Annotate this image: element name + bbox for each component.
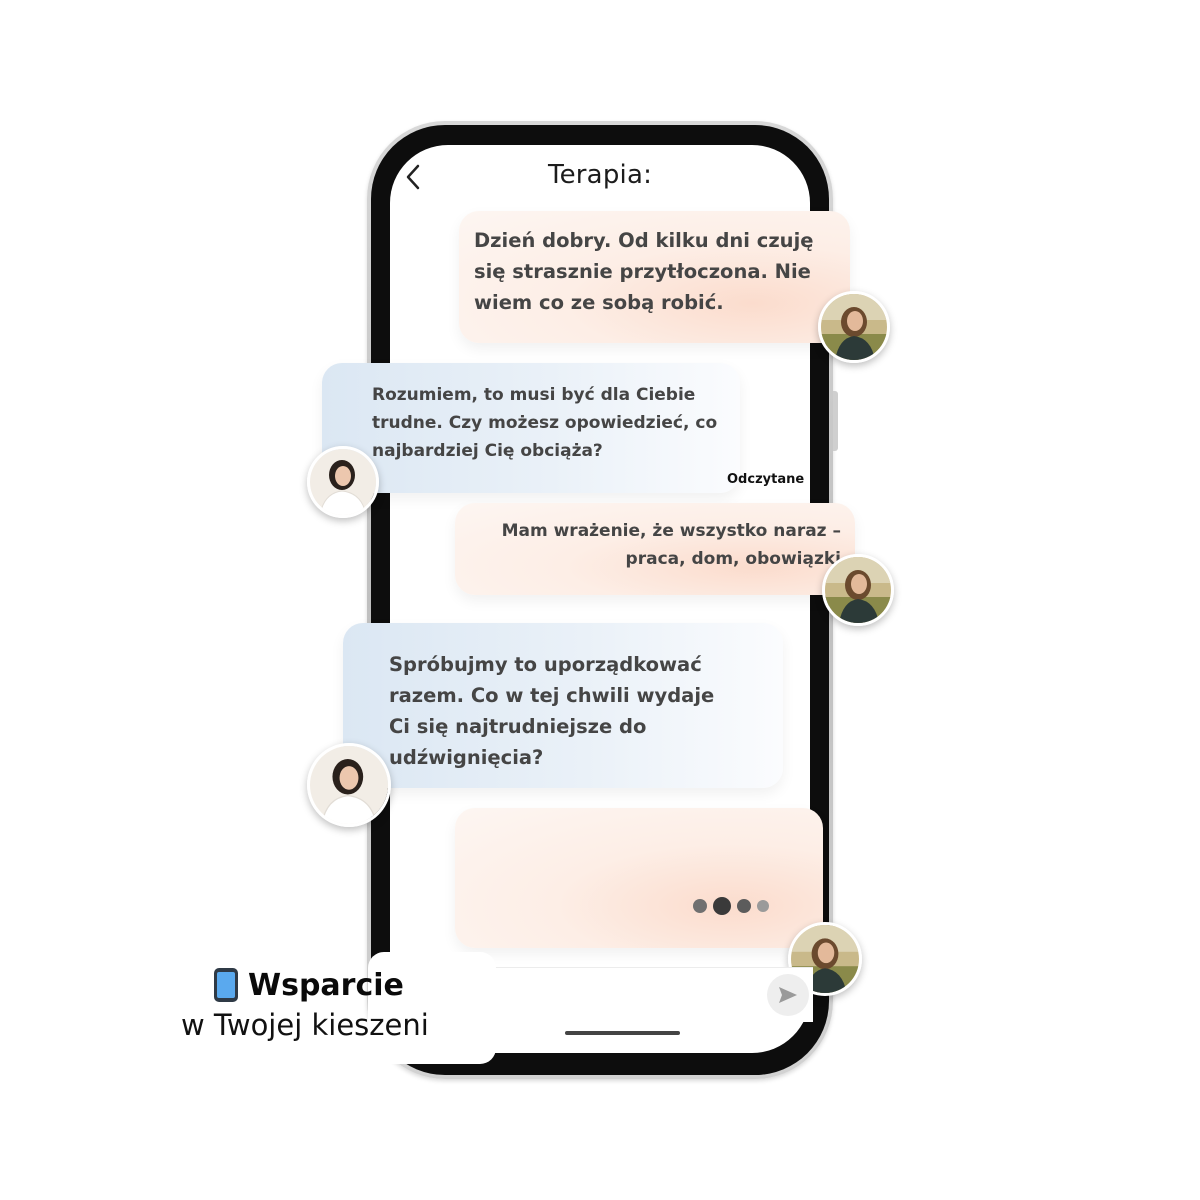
- message-bubble-user: Mam wrażenie, że wszystko naraz – praca,…: [455, 503, 855, 595]
- home-indicator: [565, 1031, 680, 1035]
- caption-heading: Wsparcie: [214, 964, 404, 1006]
- caption-bold-text: Wsparcie: [248, 967, 404, 1003]
- mobile-phone-icon: [214, 968, 238, 1002]
- user-avatar-photo: [825, 557, 891, 623]
- send-icon: [779, 987, 797, 1003]
- message-bubble-therapist: Spróbujmy to uporządkować razem. Co w te…: [343, 623, 783, 788]
- message-input[interactable]: [493, 968, 813, 1022]
- read-status-label: Odczytane: [727, 472, 805, 487]
- therapist-avatar-photo: [310, 449, 376, 515]
- message-bubble-user: Dzień dobry. Od kilku dni czuję się stra…: [459, 211, 850, 343]
- message-text: Dzień dobry. Od kilku dni czuję się stra…: [474, 229, 814, 314]
- avatar-therapist: [307, 743, 391, 827]
- send-button[interactable]: [767, 974, 809, 1016]
- chat-title: Terapia:: [547, 160, 653, 190]
- phone-side-button: [833, 391, 838, 451]
- back-button[interactable]: [400, 162, 426, 192]
- typing-dot: [693, 899, 707, 913]
- caption-subtext: w Twojej kieszeni: [181, 1008, 429, 1042]
- typing-bubble: [455, 808, 823, 948]
- message-text: Spróbujmy to uporządkować razem. Co w te…: [389, 653, 715, 769]
- user-avatar-photo: [821, 294, 887, 360]
- typing-indicator: [693, 897, 769, 915]
- caption-panel: [368, 952, 496, 1064]
- typing-dot: [737, 899, 751, 913]
- avatar-user: [818, 291, 890, 363]
- message-text: Mam wrażenie, że wszystko naraz – praca,…: [501, 521, 841, 569]
- message-text: Rozumiem, to musi być dla Ciebie trudne.…: [372, 385, 718, 461]
- avatar-therapist: [307, 446, 379, 518]
- chevron-left-icon: [406, 164, 420, 190]
- avatar-user: [822, 554, 894, 626]
- message-bubble-therapist: Rozumiem, to musi być dla Ciebie trudne.…: [322, 363, 740, 493]
- therapist-avatar-photo: [310, 746, 388, 824]
- typing-dot: [757, 900, 769, 912]
- typing-dot: [713, 897, 731, 915]
